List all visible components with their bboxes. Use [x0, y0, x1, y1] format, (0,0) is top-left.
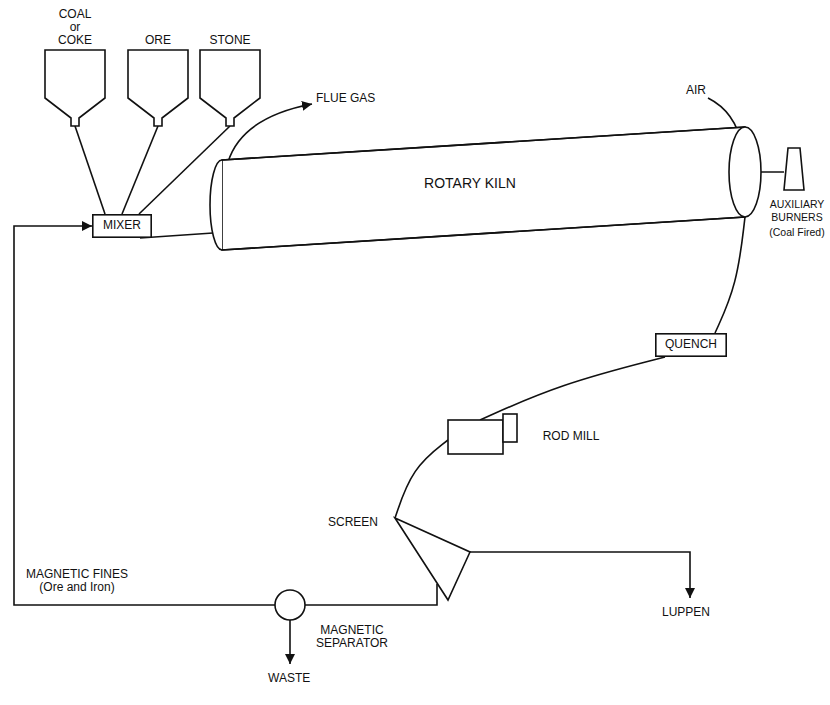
node-label: ROD MILL	[535, 430, 607, 443]
node-label: STONE	[195, 34, 265, 47]
mill-body	[448, 420, 503, 454]
stone-hopper: STONE	[195, 6, 265, 128]
ore-hopper-shape	[123, 6, 193, 128]
kiln-shell	[222, 127, 745, 250]
ore-hopper: ORE	[123, 6, 193, 128]
stream-label: LUPPEN	[662, 606, 710, 619]
flow-line	[75, 126, 105, 214]
node-label: SCREEN	[318, 516, 388, 529]
flow-line	[715, 217, 745, 333]
hopper-outline	[200, 50, 260, 126]
stream-label: AIR	[686, 84, 706, 97]
flow-line	[480, 357, 665, 420]
node-label: COAL or COKE	[54, 8, 96, 47]
rotary-kiln: ROTARY KILN	[205, 125, 765, 252]
rod-mill: ROD MILL	[445, 408, 610, 458]
node-label: QUENCH	[655, 338, 727, 351]
node-label: MIXER	[92, 219, 152, 232]
waste-arrow	[289, 620, 291, 664]
node-label: MAGNETIC SEPARATOR	[312, 624, 392, 650]
node-label: (Coal Fired)	[766, 226, 828, 239]
separator-drum	[275, 590, 305, 620]
coal-hopper: COAL or COKE	[40, 6, 110, 128]
auxiliary-burner: AUXILIARY BURNERS (Coal Fired)	[766, 140, 828, 255]
flow-line	[14, 226, 275, 605]
node-label: ORE	[123, 34, 193, 47]
mixer-box: MIXER	[92, 214, 152, 238]
kiln-feed-end	[210, 160, 222, 250]
magnetic-separator: MAGNETIC SEPARATOR	[272, 588, 392, 654]
stone-hopper-shape	[195, 6, 265, 128]
quench-box: QUENCH	[655, 333, 727, 357]
mill-drive	[503, 414, 517, 442]
burner-icon	[784, 148, 804, 190]
node-label: AUXILIARY BURNERS	[766, 198, 828, 224]
flow-line	[395, 440, 448, 518]
node-label: ROTARY KILN	[370, 177, 570, 190]
screen: SCREEN	[318, 512, 473, 604]
hopper-outline	[45, 50, 105, 126]
stream-label: WASTE	[268, 672, 310, 685]
kiln-body	[222, 127, 745, 250]
screen-deck	[395, 518, 470, 600]
luppen-arrow	[470, 552, 690, 598]
flow-line	[305, 584, 437, 605]
hopper-outline	[128, 50, 188, 126]
stream-label: FLUE GAS	[316, 92, 375, 105]
kiln-discharge-end	[729, 127, 761, 217]
box-outline	[93, 215, 151, 237]
edge-label: MAGNETIC FINES (Ore and Iron)	[16, 568, 138, 594]
box-outline	[656, 334, 726, 356]
